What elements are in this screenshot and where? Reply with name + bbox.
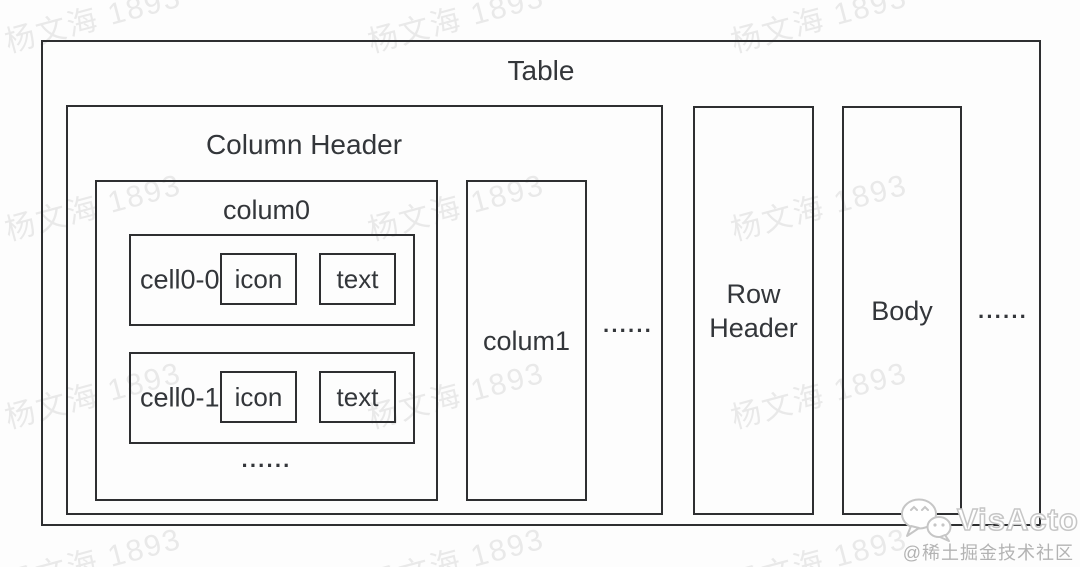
colum1-title: colum1 — [482, 325, 571, 356]
cell0-0-label: cell0-0 — [140, 264, 220, 295]
body-title: Body — [871, 295, 933, 326]
column-header-title: Column Header — [205, 129, 403, 160]
icon-box: icon — [220, 371, 297, 423]
colum1-box: colum1 — [466, 180, 587, 501]
body-box: Body — [842, 106, 962, 515]
row-header-title: Row Header — [709, 278, 798, 343]
text-box-label: text — [336, 263, 379, 294]
row-header-box: Row Header — [693, 106, 814, 515]
wechat-icon — [901, 498, 952, 542]
table-box: Table Column Header colum0 cell0-0 icon … — [41, 40, 1041, 526]
colum0-title: colum0 — [222, 195, 311, 225]
visactor-logo-text: VisActor — [956, 501, 1080, 538]
cells-ellipsis: ······ — [241, 453, 292, 478]
columns-ellipsis: ······ — [603, 318, 653, 343]
icon-box-label: icon — [234, 381, 283, 412]
icon-box-label: icon — [234, 263, 283, 294]
text-box: text — [319, 371, 396, 423]
colum0-box: colum0 cell0-0 icon text cell0-1 icon — [95, 180, 438, 501]
icon-box: icon — [220, 253, 297, 305]
cell0-0-box: cell0-0 icon text — [129, 234, 415, 326]
text-box: text — [319, 253, 396, 305]
body-ellipsis: ······ — [978, 304, 1028, 329]
visactor-logo: VisActor — [897, 496, 1080, 544]
table-title: Table — [507, 55, 575, 86]
community-credit: @稀土掘金技术社区 — [902, 543, 1074, 563]
column-header-box: Column Header colum0 cell0-0 icon text c… — [66, 105, 663, 515]
cell0-1-label: cell0-1 — [140, 382, 220, 413]
text-box-label: text — [336, 381, 379, 412]
cell0-1-box: cell0-1 icon text — [129, 352, 415, 444]
